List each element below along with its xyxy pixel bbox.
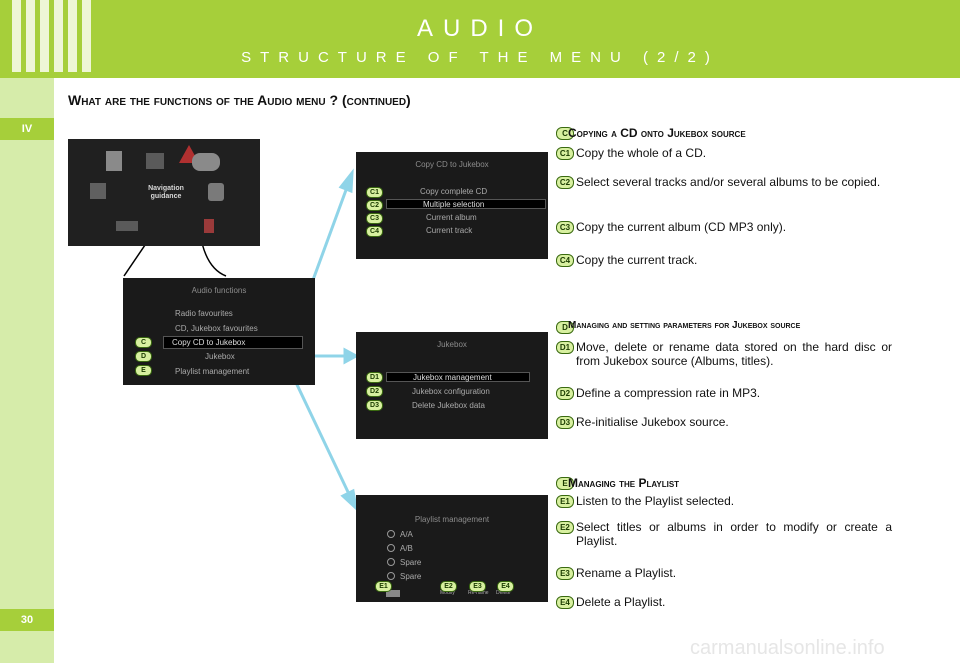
copy-menu-item: Current track — [426, 226, 473, 235]
playlist-item: Spare — [400, 558, 422, 567]
section-c-title: Copying a CD onto Jukebox source — [568, 126, 746, 140]
section-d-item: Re-initialise Jukebox source. — [576, 415, 729, 429]
section-c-item: Copy the current album (CD MP3 only). — [576, 220, 787, 234]
badge-e3: E3 — [469, 581, 486, 592]
jukebox-menu-item: Jukebox configuration — [412, 387, 490, 396]
copy-cd-screenshot: Copy CD to Jukebox Copy complete CD Mult… — [356, 152, 548, 259]
copy-menu-item: Copy complete CD — [420, 187, 488, 196]
section-c-item: Copy the whole of a CD. — [576, 146, 707, 160]
page-subtitle-header: STRUCTURE OF THE MENU (2/2) — [241, 49, 719, 66]
radio-icon — [387, 558, 395, 566]
item-badge: C4 — [556, 254, 574, 267]
section-c-item: Copy the current track. — [576, 253, 698, 267]
copy-menu-item-selected: Multiple selection — [386, 199, 546, 209]
page-number: 30 — [0, 609, 54, 631]
jukebox-menu-item-selected: Jukebox management — [386, 372, 530, 382]
section-d-title: Managing and setting parameters for Juke… — [568, 320, 801, 331]
badge-c3: C3 — [366, 213, 383, 224]
section-e-item: Select titles or albums in order to modi… — [576, 520, 892, 548]
header-band: AUDIO STRUCTURE OF THE MENU (2/2) — [0, 0, 960, 78]
item-badge: D3 — [556, 416, 574, 429]
playlist-screen-header: Playlist management — [414, 515, 490, 524]
audio-menu-item: Jukebox — [205, 352, 235, 361]
main-menu-label: Navigation guidance — [148, 185, 184, 200]
badge-e2: E2 — [440, 581, 457, 592]
badge-c1: C1 — [366, 187, 383, 198]
playlist-footer-label: Re-name — [468, 590, 489, 596]
badge-d: D — [135, 351, 152, 362]
page-title: AUDIO — [416, 15, 543, 42]
badge-c: C — [135, 337, 152, 348]
copy-screen-header: Copy CD to Jukebox — [415, 160, 489, 169]
section-tab: IV — [0, 118, 54, 140]
audio-screen-header: Audio functions — [191, 286, 247, 295]
badge-c4: C4 — [366, 226, 383, 237]
radio-icon — [387, 544, 395, 552]
playlist-screenshot: Playlist management A/A A/B Spare Spare … — [356, 495, 548, 602]
item-badge: E2 — [556, 521, 574, 534]
playlist-item: A/B — [400, 544, 413, 553]
item-badge: E4 — [556, 596, 574, 609]
section-c-badge: C — [556, 127, 574, 140]
audio-menu-item: CD, Jukebox favourites — [175, 324, 258, 333]
badge-e: E — [135, 365, 152, 376]
jukebox-screen-header: Jukebox — [437, 340, 467, 349]
section-e-title: Managing the Playlist — [568, 476, 680, 490]
item-badge: E1 — [556, 495, 574, 508]
badge-d2: D2 — [366, 386, 383, 397]
badge-e1: E1 — [375, 581, 392, 592]
left-sidebar — [0, 78, 54, 663]
section-d-item: Move, delete or rename data stored on th… — [576, 340, 892, 368]
audio-menu-item: Playlist management — [175, 367, 250, 376]
jukebox-screenshot: Jukebox Jukebox management Jukebox confi… — [356, 332, 548, 439]
section-e-badge: E — [556, 477, 574, 490]
radio-icon — [387, 572, 395, 580]
section-d-badge: D — [556, 321, 574, 334]
section-e-item: Rename a Playlist. — [576, 566, 677, 580]
watermark: carmanualsonline.info — [690, 637, 885, 659]
badge-d1: D1 — [366, 372, 383, 383]
audio-menu-item-selected: Copy CD to Jukebox — [163, 336, 303, 349]
playlist-item: A/A — [400, 530, 413, 539]
item-badge: C2 — [556, 176, 574, 189]
playlist-footer-label: Modify — [440, 590, 455, 596]
badge-e4: E4 — [497, 581, 514, 592]
item-badge: C3 — [556, 221, 574, 234]
audio-menu-item: Radio favourites — [175, 309, 233, 318]
item-badge: C1 — [556, 147, 574, 160]
item-badge: E3 — [556, 567, 574, 580]
playlist-footer-label: Delete — [496, 590, 511, 596]
item-badge: D1 — [556, 341, 574, 354]
section-c-item: Select several tracks and/or several alb… — [576, 175, 881, 189]
badge-d3: D3 — [366, 400, 383, 411]
radio-icon — [387, 530, 395, 538]
section-e-item: Delete a Playlist. — [576, 595, 666, 609]
jukebox-menu-item: Delete Jukebox data — [412, 401, 485, 410]
playlist-ok-button — [386, 590, 400, 597]
section-e-item: Listen to the Playlist selected. — [576, 494, 735, 508]
section-heading: What are the functions of the Audio menu… — [68, 92, 411, 108]
badge-c2: C2 — [366, 200, 383, 211]
main-menu-screenshot: Navigation guidance — [68, 139, 260, 246]
section-d-item: Define a compression rate in MP3. — [576, 386, 761, 400]
item-badge: D2 — [556, 387, 574, 400]
playlist-item: Spare — [400, 572, 422, 581]
copy-menu-item: Current album — [426, 213, 477, 222]
audio-functions-screenshot: Audio functions Radio favourites CD, Juk… — [123, 278, 315, 385]
